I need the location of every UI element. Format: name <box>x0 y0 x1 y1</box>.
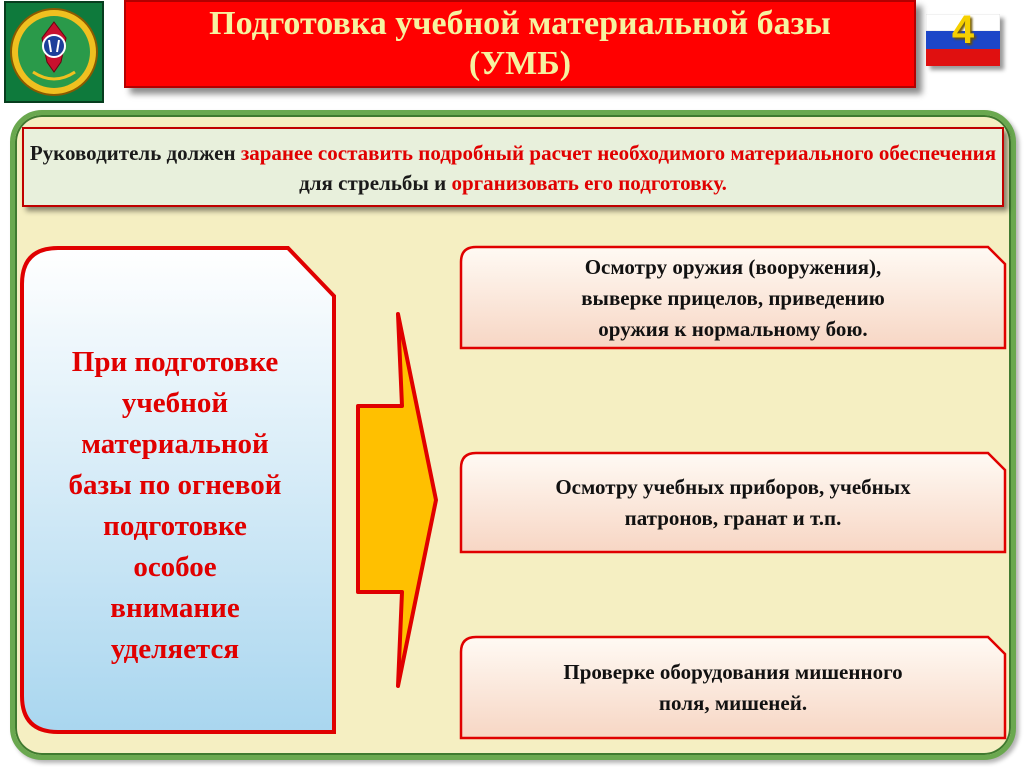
left-line: При подготовке <box>71 346 279 378</box>
item-1-line: выверке прицелов, приведению <box>581 285 885 310</box>
arrow-right-icon <box>356 312 438 688</box>
slide-title: Подготовка учебной материальной базы (УМ… <box>124 0 916 88</box>
left-line: учебной <box>121 387 229 419</box>
intro-text-3: для стрельбы и <box>299 171 452 195</box>
intro-text-4: организовать его подготовку. <box>451 171 727 195</box>
title-line-2: (УМБ) <box>468 45 572 82</box>
item-box-2: Осмотру учебных приборов, учебных патрон… <box>458 450 1008 556</box>
item-2-line: Осмотру учебных приборов, учебных <box>555 475 911 499</box>
item-3-line: поля, мишеней. <box>658 691 808 715</box>
left-line: подготовке <box>103 510 247 542</box>
slide-number: 4 <box>951 8 975 52</box>
emblem-icon <box>4 1 104 103</box>
left-line: базы по огневой <box>68 469 282 501</box>
russian-flag-icon <box>926 14 1000 66</box>
left-line: уделяется <box>110 633 240 665</box>
item-2-line: патронов, гранат и т.п. <box>624 506 842 530</box>
item-1-line: Осмотру оружия (вооружения), <box>584 254 882 279</box>
item-box-3: Проверке оборудования мишенного поля, ми… <box>458 634 1008 742</box>
left-line: материальной <box>81 428 269 460</box>
item-1-line: оружия к нормальному бою. <box>598 316 868 341</box>
intro-text-2: заранее составить подробный расчет необх… <box>240 141 997 165</box>
left-panel-text: При подготовке учебной материальной базы… <box>40 342 310 670</box>
left-line: особое <box>133 551 217 583</box>
title-line-1: Подготовка учебной материальной базы <box>209 5 831 42</box>
item-box-1: Осмотру оружия (вооружения), выверке при… <box>458 244 1008 352</box>
intro-text-1: Руководитель должен <box>29 141 241 165</box>
left-line: внимание <box>110 592 240 624</box>
intro-box: Руководитель должен заранее составить по… <box>22 127 1004 207</box>
item-3-line: Проверке оборудования мишенного <box>563 660 903 684</box>
left-panel-shape <box>20 246 336 734</box>
